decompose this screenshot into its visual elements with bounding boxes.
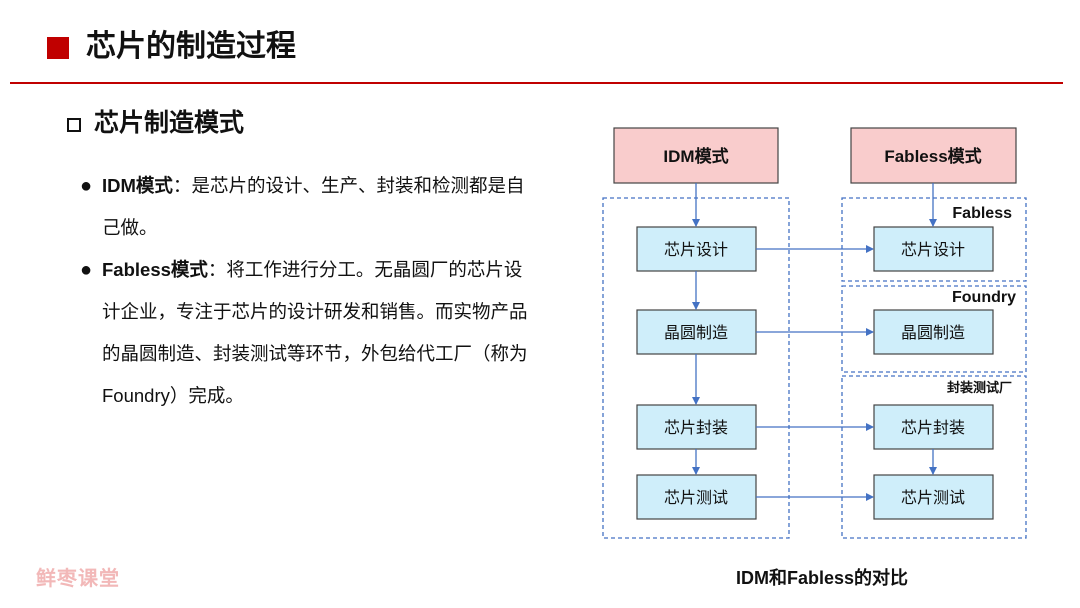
idm-step-design: 芯片设计 bbox=[664, 241, 728, 259]
bullet-idm-sep: ： bbox=[172, 175, 192, 196]
bullet-fabless-text: 将工作进行分工。无晶圆厂的芯片设计企业，专注于芯片的设计研发和销售。而实物产品的… bbox=[102, 259, 528, 406]
fabless-header-label: Fabless模式 bbox=[884, 146, 981, 166]
fabless-step-testing: 芯片测试 bbox=[901, 489, 965, 507]
bullet-fabless: Fabless模式：将工作进行分工。无晶圆厂的芯片设计企业，专注于芯片的设计研发… bbox=[102, 249, 532, 417]
fabless-step-packaging: 芯片封装 bbox=[901, 419, 965, 437]
fabless-header-box bbox=[850, 127, 1017, 184]
fabless-group-frame bbox=[841, 197, 1027, 282]
idm-step-testing-box bbox=[636, 474, 757, 520]
page-title: 芯片的制造过程 bbox=[86, 30, 296, 63]
idm-step-wafer: 晶圆制造 bbox=[664, 324, 728, 342]
bullet-idm-term: IDM模式 bbox=[102, 175, 173, 196]
fabless-step-wafer: 晶圆制造 bbox=[901, 324, 965, 342]
bullet-fabless-term: Fabless模式 bbox=[102, 259, 208, 280]
title-marker bbox=[47, 37, 69, 59]
group-label-fabless: Fabless bbox=[952, 205, 1012, 222]
group-label-packaging-testing: 封装测试厂 bbox=[947, 380, 1012, 395]
fabless-step-wafer-box bbox=[873, 309, 994, 355]
fabless-step-design-box bbox=[873, 226, 994, 272]
idm-step-wafer-box bbox=[636, 309, 757, 355]
idm-step-packaging: 芯片封装 bbox=[664, 419, 728, 437]
foundry-group-frame bbox=[841, 285, 1027, 373]
title-divider bbox=[10, 82, 1063, 84]
diagram-caption: IDM和Fabless的对比 bbox=[736, 567, 908, 588]
fabless-step-design: 芯片设计 bbox=[901, 241, 965, 259]
idm-header-label: IDM模式 bbox=[663, 146, 728, 166]
bullet-fabless-sep: ： bbox=[207, 259, 227, 280]
fabless-step-packaging-box bbox=[873, 404, 994, 450]
bullet-idm: IDM模式：是芯片的设计、生产、封装和检测都是自己做。 bbox=[102, 165, 532, 249]
idm-header-box bbox=[613, 127, 779, 184]
packaging-group-frame bbox=[841, 375, 1027, 539]
watermark: 鲜枣课堂 bbox=[36, 568, 120, 590]
section-subtitle: 芯片制造模式 bbox=[94, 109, 245, 137]
idm-step-testing: 芯片测试 bbox=[664, 489, 728, 507]
bullet-dot-icon: ● bbox=[80, 259, 93, 281]
bullet-idm-text: 是芯片的设计、生产、封装和检测都是自己做。 bbox=[102, 175, 525, 238]
bullet-dot-icon: ● bbox=[80, 175, 93, 197]
fabless-step-testing-box bbox=[873, 474, 994, 520]
group-label-foundry: Foundry bbox=[952, 289, 1016, 306]
subtitle-marker-icon bbox=[67, 118, 81, 132]
